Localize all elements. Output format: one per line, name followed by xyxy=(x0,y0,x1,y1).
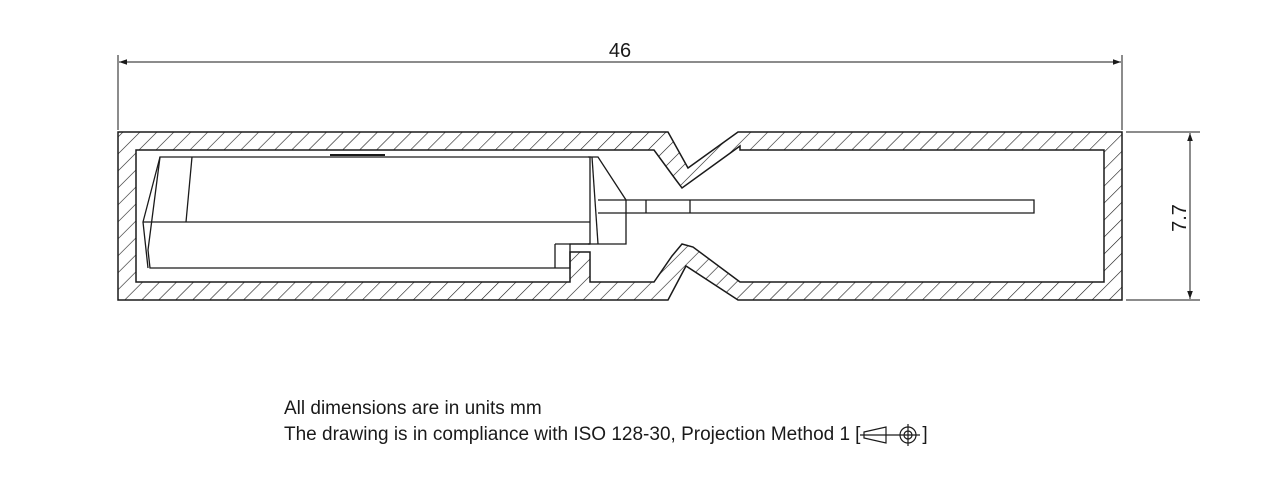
compliance-note-text: The drawing is in compliance with ISO 12… xyxy=(284,424,851,445)
bracket-open: [ xyxy=(855,424,861,445)
height-dimension-label: 7.7 xyxy=(1169,204,1191,232)
internal-component xyxy=(142,154,1035,269)
bracket-close: ] xyxy=(922,424,928,445)
drawing-notes: All dimensions are in units mm The drawi… xyxy=(284,396,928,448)
units-note-text: All dimensions are in units mm xyxy=(284,398,542,419)
first-angle-projection-icon xyxy=(860,424,921,446)
length-dimension-label: 46 xyxy=(609,40,631,62)
compliance-note: The drawing is in compliance with ISO 12… xyxy=(284,422,928,448)
overall-length-dimension: 46 xyxy=(117,40,1123,130)
units-note: All dimensions are in units mm xyxy=(284,396,928,422)
overall-height-dimension: 7.7 xyxy=(1126,131,1200,301)
